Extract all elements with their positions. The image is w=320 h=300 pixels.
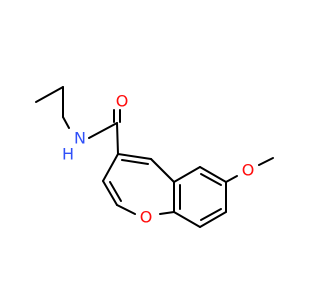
bond-layer [35,86,274,228]
bond-c7-methoxy-oxygen [225,175,238,183]
background [0,0,300,300]
molecule-drawing: O N H O O [0,0,300,300]
bond-carbonyl-c4 [116,122,119,155]
bond-nitrogen-carbonyl [88,122,118,139]
bond-c4-c5 [117,153,152,160]
amide-nitrogen-label: N [74,129,86,148]
bond-methyl1-ch [35,86,64,103]
bond-c5a-c6 [173,166,201,183]
bond-c4-c5-inner [121,159,149,165]
bond-ring-oxygen-c9a [159,211,175,215]
methoxy-oxygen-label: O [242,161,255,180]
bond-c2-ring-oxygen [116,204,136,215]
structure-canvas: O N H O O [0,0,300,300]
bond-c8-c9 [199,211,227,228]
atom-label-layer: O N H O O [62,92,254,227]
bond-c5-c5a [150,158,175,183]
bond-c3-c2-inner [109,181,122,202]
bond-c8-c9-inner [200,208,222,221]
bond-ch-nitrogen [62,116,70,129]
ring-oxygen-label: O [140,208,153,227]
bond-c6-c7 [199,166,227,183]
bond-methoxy-oxygen-methyl [258,157,274,166]
bond-c3-c2 [102,180,118,206]
amide-hydrogen-label: H [62,145,74,164]
bond-c6-c7-inner [200,173,222,186]
bond-c9-c9a [173,211,201,228]
amide-oxygen-label: O [116,92,129,111]
bond-c4-c3 [102,153,119,182]
